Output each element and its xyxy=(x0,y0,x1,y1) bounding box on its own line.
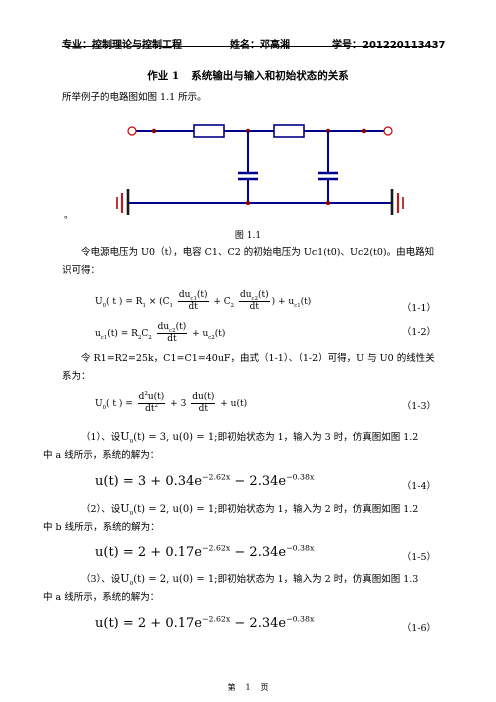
node-top-right xyxy=(361,128,367,134)
fraction-duc1-dt: duc1(t)dt xyxy=(177,290,209,312)
node-bottom-c2 xyxy=(325,200,331,206)
resistor-r1 xyxy=(193,124,225,138)
case-2-text: （2）、设U0(t) = 2, u(0) = 1;即初始状态为 1，输入为 2 … xyxy=(43,502,419,533)
terminal-input xyxy=(127,126,137,136)
paragraph-2: 令 R1=R2=25k，C1=C1=40uF，由式（1-1）、（1-2）可得，U… xyxy=(62,353,435,382)
fraction-d2u-dt2: d2u(t)dt2 xyxy=(137,391,166,414)
header-name: 姓名：邓高湘 xyxy=(230,40,290,51)
equation-number-1-6: （1-6） xyxy=(401,623,436,634)
fraction-duc2-dt: duc2(t)dt xyxy=(238,290,270,312)
equation-1-5: u(t) = 2 + 0.17e−2.62x − 2.34e−0.38x xyxy=(95,543,315,560)
equation-number-1-5: （1-5） xyxy=(401,552,436,563)
equation-number-1-1: （1-1） xyxy=(401,303,436,314)
title-topic: 系统输出与输入和初始状态的关系 xyxy=(191,70,349,82)
figure-dot: 。 xyxy=(64,211,74,221)
equation-1-2: uc1(t) = R2C2 duc2(t)dt + uc2(t) xyxy=(95,322,226,344)
equation-1-3: U0( t ) = d2u(t)dt2 + 3 du(t)dt + u(t) xyxy=(95,391,248,414)
equation-number-1-3: （1-3） xyxy=(401,401,436,412)
ground-icon-right xyxy=(390,189,404,215)
equation-number-1-2: （1-2） xyxy=(401,327,436,338)
fraction-du-dt: du(t)dt xyxy=(191,392,216,414)
equation-number-1-4: （1-4） xyxy=(401,481,436,492)
paragraph-1: 令电源电压为 U0（t），电容 C1、C2 的初始电压为 Uc1(t0)、Uc2… xyxy=(62,247,435,276)
ground-icon-left xyxy=(116,189,130,215)
equation-1-4: u(t) = 3 + 0.34e−2.62x − 2.34e−0.38x xyxy=(95,472,315,489)
case-3-text: （3）、设U0(t) = 2, u(0) = 1;即初始状态为 1，输入为 2 … xyxy=(43,572,419,603)
circuit-diagram xyxy=(116,124,404,215)
page-header: 专业：控制理论与控制工程 姓名：邓高湘 学号：201220113437 xyxy=(62,20,446,51)
fraction-duc2-dt-2: duc2(t)dt xyxy=(156,322,188,344)
terminal-output xyxy=(383,126,393,136)
page-number: 1 xyxy=(245,683,251,692)
equation-1-6: u(t) = 2 + 0.17e−2.62x − 2.34e−0.38x xyxy=(95,614,315,631)
case-1-text: （1）、设U0(t) = 3, u(0) = 1;即初始状态为 1，输入为 3 … xyxy=(43,430,419,461)
header-student-id: 学号：201220113437 xyxy=(332,40,446,51)
node-top-left xyxy=(151,128,157,134)
figure-caption: 图 1.1 xyxy=(234,231,262,241)
resistor-r2 xyxy=(273,124,305,138)
title-assignment: 作业 1 xyxy=(147,70,180,82)
equation-1-1: U0( t ) = R1 × (C1 duc1(t)dt + C2 duc2(t… xyxy=(95,290,312,312)
header-major: 专业：控制理论与控制工程 xyxy=(62,40,182,51)
node-bottom-c1 xyxy=(245,200,251,206)
intro-text: 所举例子的电路图如图 1.1 所示。 xyxy=(62,92,207,103)
document-title: 作业 1 系统输出与输入和初始状态的关系 xyxy=(0,68,496,83)
